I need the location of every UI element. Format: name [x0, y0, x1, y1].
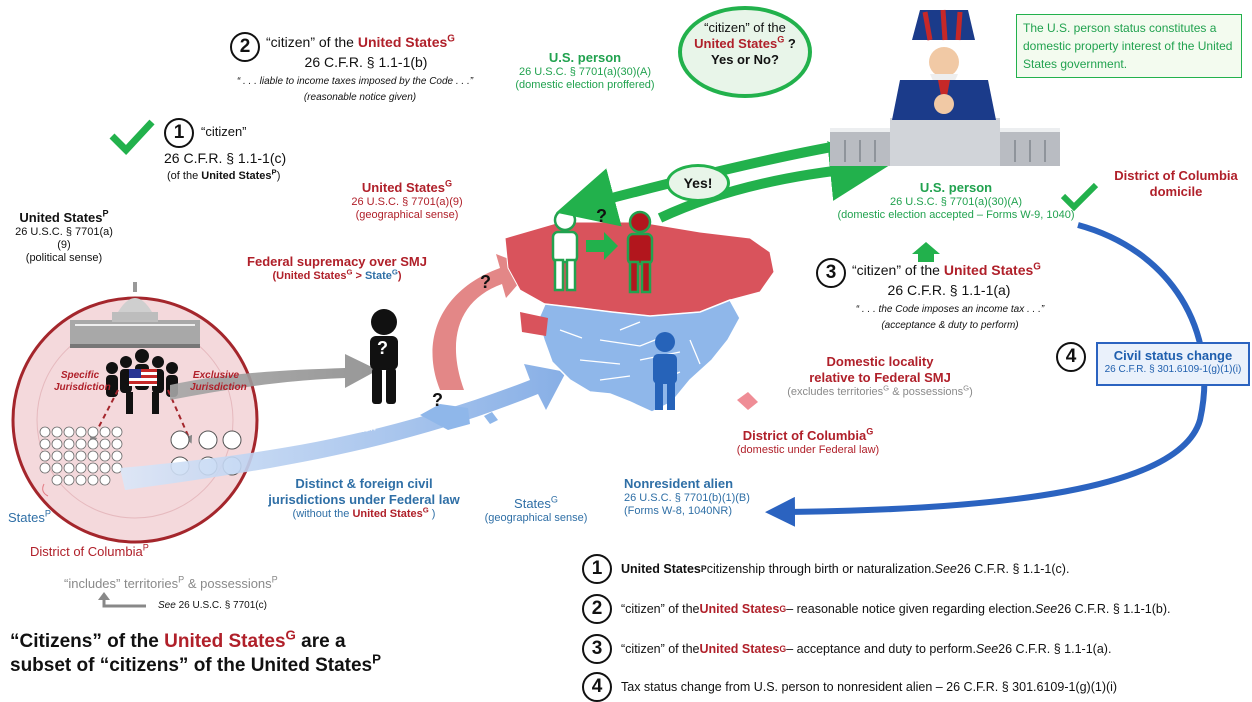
- domestic-locality-label: Domestic locality relative to Federal SM…: [787, 354, 973, 398]
- gray-arrow: [170, 354, 378, 400]
- united-states-g-label: United StatesG 26 U.S.C. § 7701(a)(9) (g…: [351, 178, 463, 221]
- question-mark-foreign: ?: [432, 390, 443, 410]
- citizen-red-icon: [626, 210, 654, 294]
- circle-2-cite: 26 C.F.R. § 1.1-1(b): [304, 54, 428, 70]
- green-small-arrow: [586, 232, 618, 260]
- circle-3-note: (acceptance & duty to perform): [881, 320, 1019, 331]
- us-person-top-label: U.S. person 26 U.S.C. § 7701(a)(30)(A) (…: [515, 50, 655, 91]
- civil-status-box: Civil status change 26 C.F.R. § 301.6109…: [1096, 342, 1250, 386]
- united-states-p-circle: [11, 282, 259, 544]
- us-person-right-label: U.S. person 26 U.S.C. § 7701(a)(30)(A) (…: [837, 180, 1075, 221]
- civil-status-arrow: [765, 222, 1208, 527]
- nonresident-blue-icon: [653, 332, 677, 410]
- includes-label: “includes” territoriesP & possessionsP: [64, 574, 278, 591]
- question-mark-supremacy: ?: [480, 272, 491, 292]
- question-mark-person: ?: [377, 338, 388, 358]
- unknown-person-icon: [370, 309, 398, 404]
- includes-arrow-icon: [92, 592, 152, 619]
- distinct-foreign-label: Distinct & foreign civil jurisdictions u…: [268, 476, 460, 520]
- state-seals-grid: [39, 426, 123, 486]
- bottom-statement: “Citizens” of the United StatesG are a s…: [10, 627, 381, 676]
- circle-2-title: “citizen” of the United StatesG: [266, 33, 455, 50]
- united-states-p-label: United StatesP 26 U.S.C. § 7701(a)(9) (p…: [15, 208, 113, 264]
- supremacy-arrow: [432, 254, 532, 390]
- circle-3-cite: 26 C.F.R. § 1.1-1(a): [887, 282, 1011, 298]
- circle-4-number: 4: [1056, 342, 1086, 372]
- circle-1-cite: 26 C.F.R. § 1.1-1(c): [164, 150, 287, 166]
- dc-p-label: District of ColumbiaP: [30, 542, 149, 559]
- states-p-label: StatesP: [8, 508, 51, 525]
- includes-cite: See 26 U.S.C. § 7701(c): [158, 600, 267, 611]
- check-icon: [108, 116, 156, 156]
- circle-1-number: 1: [164, 118, 194, 148]
- circle-1-note: (of the United StatesP): [167, 167, 281, 182]
- circle-2-number: 2: [230, 32, 260, 62]
- capitol-icon: [70, 282, 200, 348]
- property-interest-note: The U.S. person status constitutes a dom…: [1016, 14, 1242, 78]
- speech-bubble: “citizen” of the United StatesG ? Yes or…: [678, 6, 812, 98]
- states-g-label: StatesG (geographical sense): [484, 494, 588, 524]
- circle-1-title: “citizen”: [201, 124, 247, 139]
- circle-2-note: (reasonable notice given): [303, 92, 417, 103]
- uncle-sam-capitol-illustration: [830, 9, 1060, 166]
- dc-domicile-label: District of Columbia domicile: [1114, 168, 1238, 199]
- legend-item-4: 4 Tax status change from U.S. person to …: [582, 672, 1117, 702]
- nonresident-label: Nonresident alien 26 U.S.C. § 7701(b)(1)…: [624, 476, 750, 517]
- foreign-default-arrow: [120, 364, 566, 490]
- us-flag-icon: [129, 369, 157, 386]
- circle-3-title: “citizen” of the United StatesG: [852, 261, 1041, 278]
- circle-3-quote: “ . . . the Code imposes an income tax .…: [855, 304, 1045, 315]
- circle-3-number: 3: [816, 258, 846, 288]
- yes-bubble: Yes!: [666, 164, 730, 202]
- specific-jurisdiction-label: Specific Jurisdiction: [54, 370, 111, 393]
- usa-map: [420, 221, 775, 430]
- question-mark-map: ?: [596, 206, 607, 226]
- check-icon-right: [1060, 180, 1100, 217]
- federal-supremacy-label: Federal supremacy over SMJ (United State…: [247, 254, 427, 282]
- exclusive-jurisdiction-label: Exclusive Jurisdiction: [190, 370, 247, 393]
- green-up-arrow: [912, 242, 940, 262]
- green-arrow-bottom: [657, 141, 890, 223]
- circle-2-quote: “ . . . liable to income taxes imposed b…: [236, 76, 474, 87]
- dc-g-label: District of ColumbiaG (domestic under Fe…: [736, 426, 880, 456]
